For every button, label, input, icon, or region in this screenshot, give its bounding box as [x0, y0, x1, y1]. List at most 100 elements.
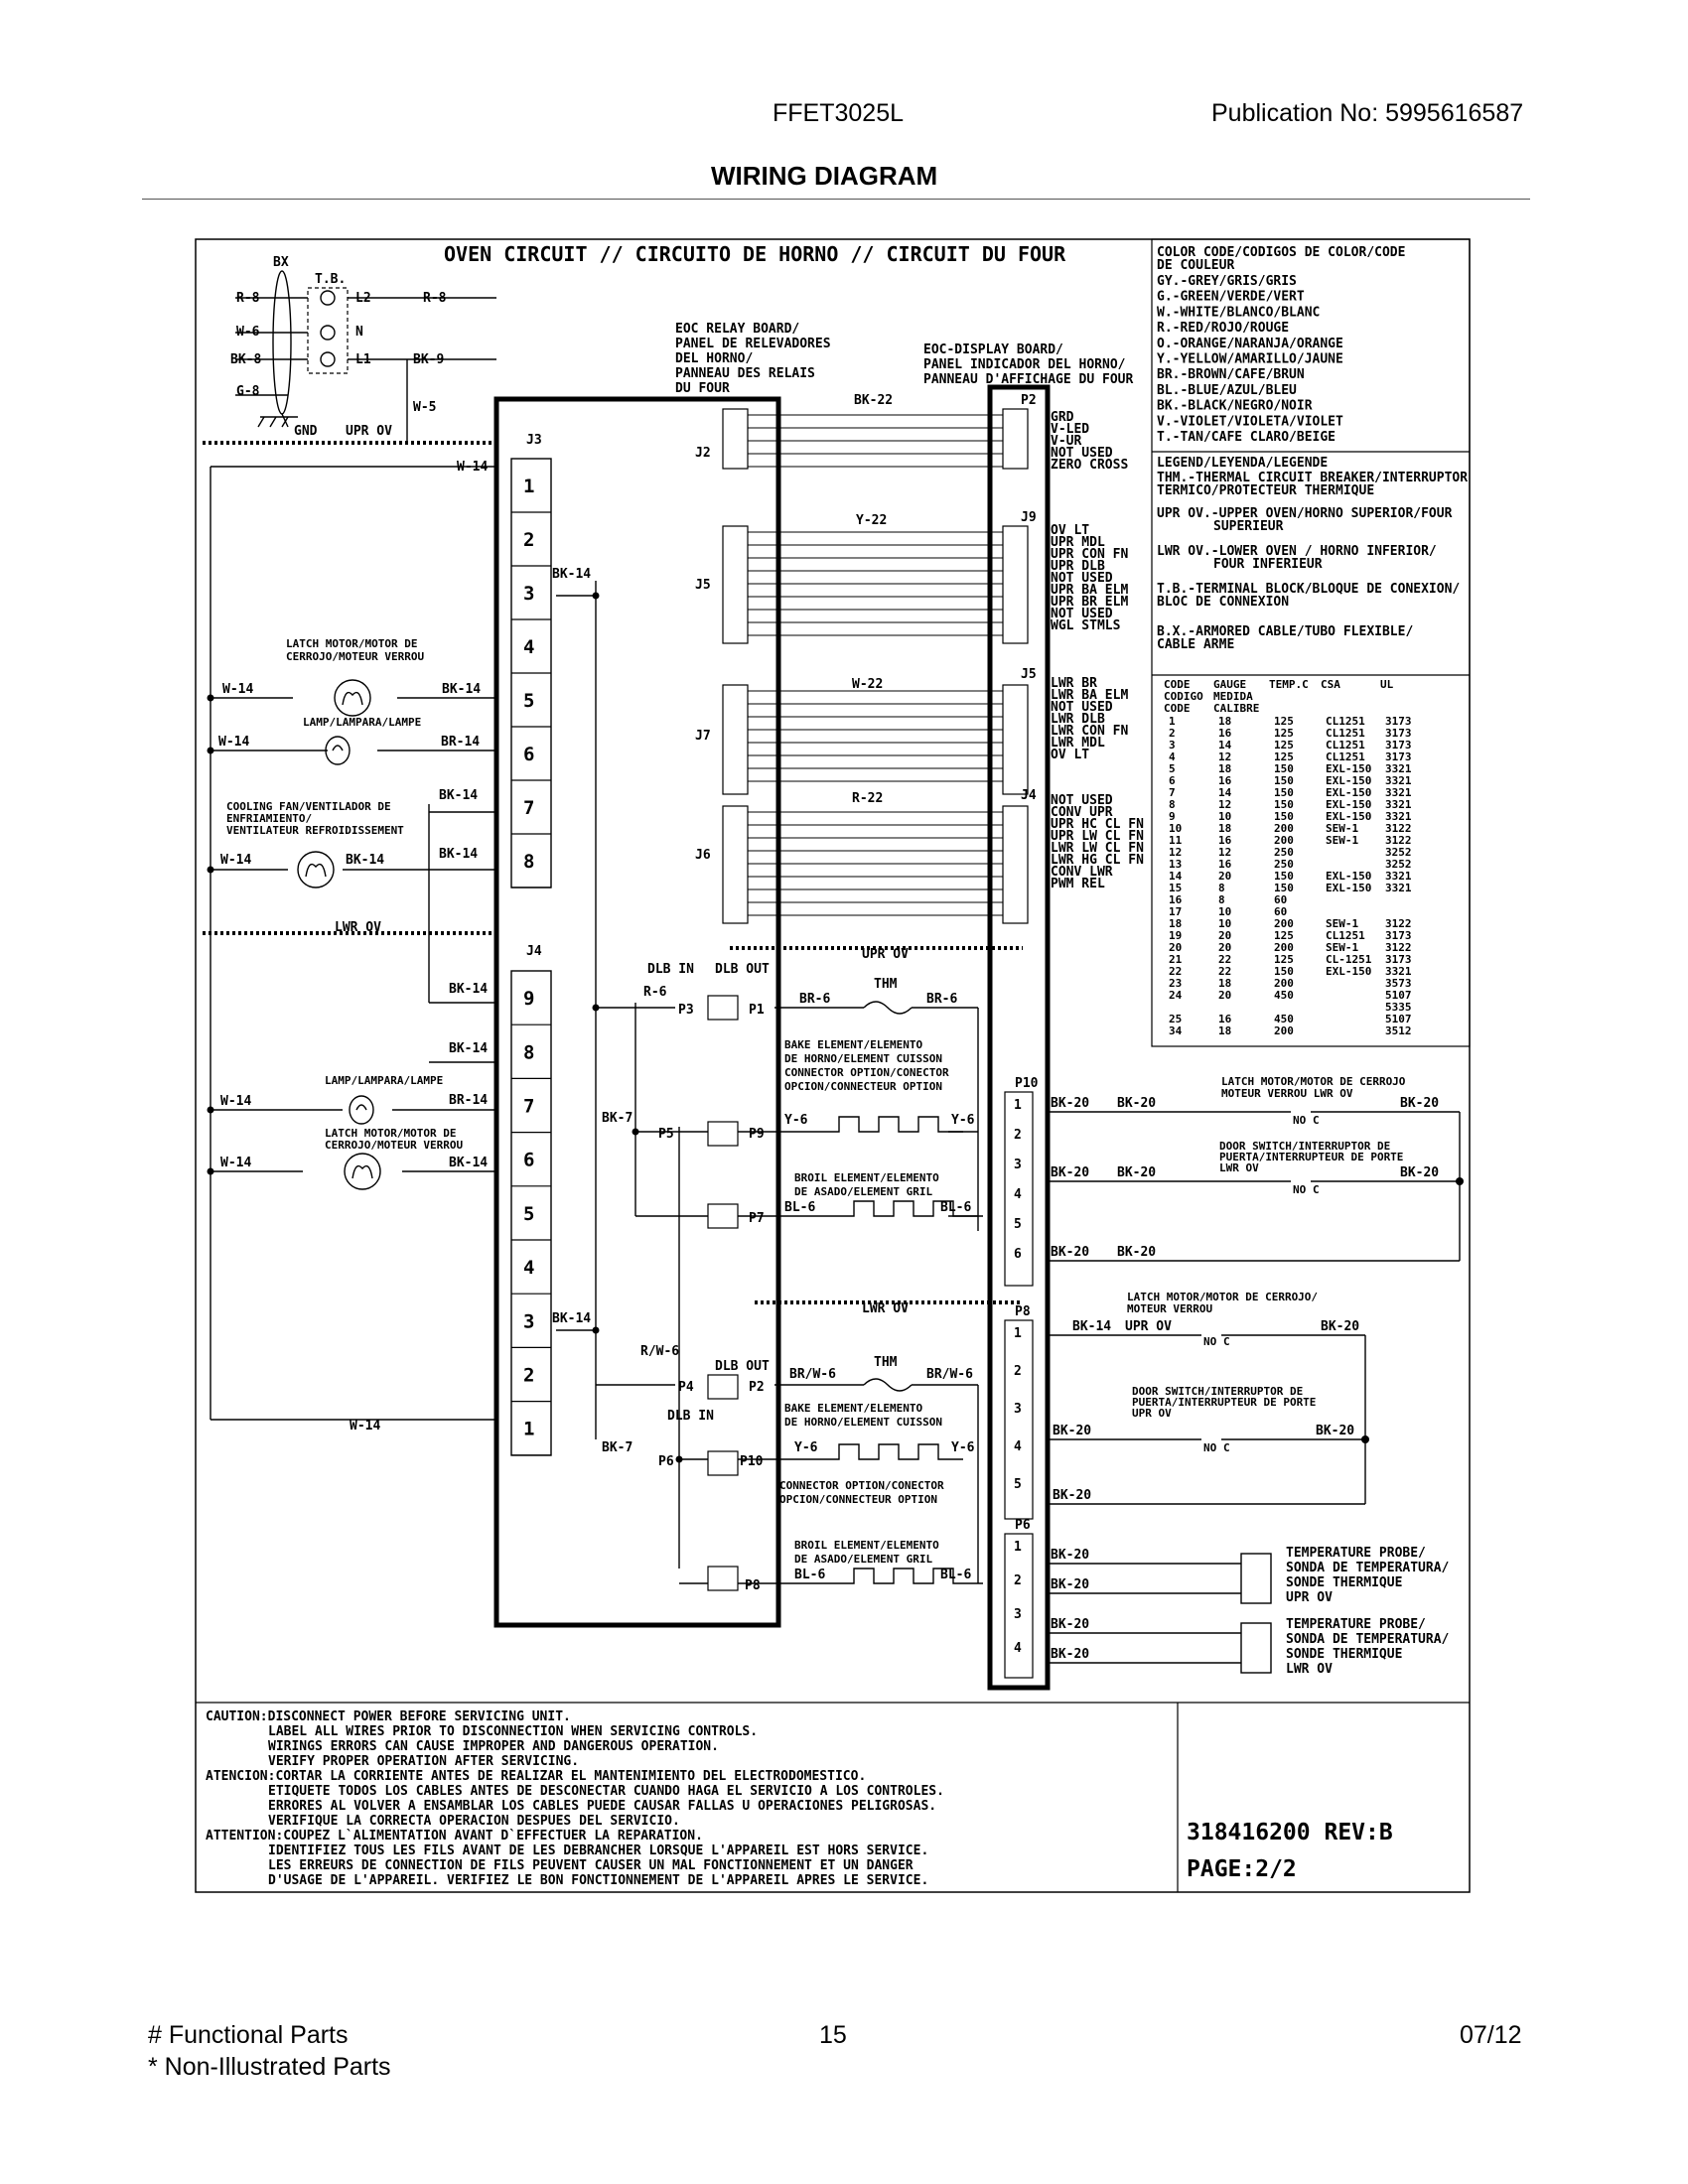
gauge-cell: 3173 [1385, 739, 1412, 751]
pin-number: 3 [1014, 1402, 1022, 1417]
signal-label: LWR CON FN [1051, 724, 1128, 739]
svg-text:R/W-6: R/W-6 [640, 1344, 679, 1359]
gauge-cell: 8 [1218, 882, 1225, 894]
gauge-cell: 19 [1169, 929, 1182, 942]
svg-text:BK-14: BK-14 [1072, 1319, 1111, 1334]
gauge-cell: 11 [1169, 834, 1183, 847]
caution-line: WIRINGS ERRORS CAN CAUSE IMPROPER AND DA… [268, 1739, 719, 1754]
pin-number: 8 [523, 851, 534, 873]
svg-text:PANEL DE RELEVADORES: PANEL DE RELEVADORES [675, 337, 831, 351]
gauge-cell: 3321 [1385, 774, 1412, 787]
svg-text:BAKE ELEMENT/ELEMENTO: BAKE ELEMENT/ELEMENTO [784, 1402, 922, 1415]
pin-number: 1 [1014, 1098, 1022, 1113]
legend-frame [1151, 238, 1471, 1047]
gauge-cell: 3252 [1385, 846, 1412, 859]
svg-text:BL-6: BL-6 [940, 1568, 971, 1582]
color-code-entry: G.-GREEN/VERDE/VERT [1157, 290, 1305, 305]
svg-text:BK-20: BK-20 [1051, 1617, 1089, 1632]
pin-number: 7 [523, 1096, 534, 1118]
gauge-cell: 150 [1274, 882, 1294, 894]
bake-element-upr-icon [814, 1116, 963, 1133]
svg-text:BX: BX [273, 255, 289, 270]
svg-text:DLB OUT: DLB OUT [715, 1359, 770, 1374]
svg-text:PANNEAU D'AFFICHAGE DU FOUR: PANNEAU D'AFFICHAGE DU FOUR [923, 372, 1133, 387]
signal-label: UPR LW CL FN [1051, 829, 1144, 844]
svg-text:P2: P2 [749, 1380, 765, 1395]
svg-text:GND: GND [294, 424, 318, 439]
svg-text:P10: P10 [1015, 1076, 1039, 1091]
pin-number: 2 [523, 1365, 534, 1387]
gauge-cell: CL1251 [1326, 727, 1365, 740]
gauge-cell: 18 [1218, 1024, 1231, 1037]
probe-lwr-icon [1240, 1622, 1272, 1674]
svg-text:P2: P2 [1021, 393, 1037, 408]
svg-text:BK-20: BK-20 [1400, 1165, 1439, 1180]
gauge-cell: 60 [1274, 893, 1287, 906]
svg-text:BK-20: BK-20 [1316, 1424, 1354, 1438]
gauge-cell: 5107 [1385, 989, 1412, 1002]
color-code-entry: V.-VIOLET/VIOLETA/VIOLET [1157, 414, 1343, 429]
svg-text:W-6: W-6 [236, 325, 260, 340]
gauge-cell: 200 [1274, 822, 1294, 835]
svg-text:DEL HORNO/: DEL HORNO/ [675, 351, 753, 366]
svg-text:P3: P3 [678, 1003, 694, 1018]
svg-text:DLB IN: DLB IN [647, 962, 694, 977]
gauge-cell: 18 [1218, 762, 1231, 775]
svg-text:PUERTA/INTERRUPTEUR DE PORTE: PUERTA/INTERRUPTEUR DE PORTE [1132, 1396, 1316, 1409]
svg-text:MOTEUR VERROU LWR OV: MOTEUR VERROU LWR OV [1221, 1087, 1353, 1100]
gauge-cell: 5 [1169, 762, 1176, 775]
gauge-cell: 200 [1274, 834, 1294, 847]
svg-text:BK-14: BK-14 [439, 847, 478, 862]
signal-label: UPR CON FN [1051, 547, 1128, 562]
gauge-cell: 10 [1218, 917, 1231, 930]
gauge-cell: 3573 [1385, 977, 1412, 990]
svg-text:BR-14: BR-14 [449, 1093, 488, 1108]
gauge-cell: 3321 [1385, 810, 1412, 823]
svg-text:LWR OV: LWR OV [862, 1301, 909, 1316]
gauge-cell: 3173 [1385, 751, 1412, 763]
gauge-cell: 16 [1218, 1013, 1232, 1025]
caution-line: CAUTION:DISCONNECT POWER BEFORE SERVICIN… [206, 1709, 571, 1724]
pin-number: 2 [523, 529, 534, 551]
svg-text:BR-14: BR-14 [441, 735, 480, 750]
pin-number: 5 [1014, 1477, 1022, 1492]
gauge-cell: 125 [1274, 739, 1294, 751]
bake-element-lwr-icon [814, 1443, 963, 1460]
gauge-cell: 12 [1218, 798, 1231, 811]
color-code-entry: GY.-GREY/GRIS/GRIS [1157, 274, 1297, 289]
color-code-entry: O.-ORANGE/NARANJA/ORANGE [1157, 337, 1343, 351]
gauge-cell: 10 [1218, 905, 1231, 918]
gauge-cell: 200 [1274, 941, 1294, 954]
svg-text:J2: J2 [695, 446, 711, 461]
svg-text:BK-7: BK-7 [602, 1440, 633, 1455]
relay-k6 [707, 1450, 739, 1476]
signal-label: ZERO CROSS [1051, 458, 1128, 473]
svg-text:J4: J4 [1021, 788, 1037, 803]
svg-text:BK-14: BK-14 [449, 1041, 488, 1056]
pin-number: 3 [523, 1310, 534, 1332]
pin-number: 4 [1014, 1641, 1022, 1656]
svg-text:G-8: G-8 [236, 384, 260, 399]
gauge-cell: EXL-150 [1326, 882, 1371, 894]
gauge-cell: 125 [1274, 751, 1294, 763]
j5-relay-connector [722, 525, 749, 644]
svg-text:P1: P1 [749, 1003, 765, 1018]
svg-text:NO: NO [1203, 1441, 1217, 1454]
svg-text:BK-20: BK-20 [1117, 1245, 1156, 1260]
ground-icon [257, 416, 298, 428]
svg-text:UPR OV: UPR OV [1286, 1590, 1333, 1605]
signal-label: V-UR [1051, 434, 1081, 449]
svg-text:J3: J3 [526, 433, 542, 448]
svg-text:BL-6: BL-6 [784, 1200, 815, 1215]
color-code-entry: BK.-BLACK/NEGRO/NOIR [1157, 399, 1313, 414]
svg-text:BK-14: BK-14 [439, 788, 478, 803]
svg-text:DOOR SWITCH/INTERRUPTOR DE: DOOR SWITCH/INTERRUPTOR DE [1132, 1385, 1303, 1398]
svg-text:BK-14: BK-14 [552, 567, 591, 582]
svg-text:BK-22: BK-22 [854, 393, 893, 408]
svg-text:J4: J4 [526, 944, 542, 959]
diagram-title: OVEN CIRCUIT // CIRCUITO DE HORNO // CIR… [444, 242, 1066, 266]
svg-text:ENFRIAMIENTO/: ENFRIAMIENTO/ [226, 812, 312, 825]
legend-entry: SUPERIEUR [1213, 519, 1284, 534]
gauge-cell: 3173 [1385, 953, 1412, 966]
gauge-cell: 2 [1169, 727, 1176, 740]
